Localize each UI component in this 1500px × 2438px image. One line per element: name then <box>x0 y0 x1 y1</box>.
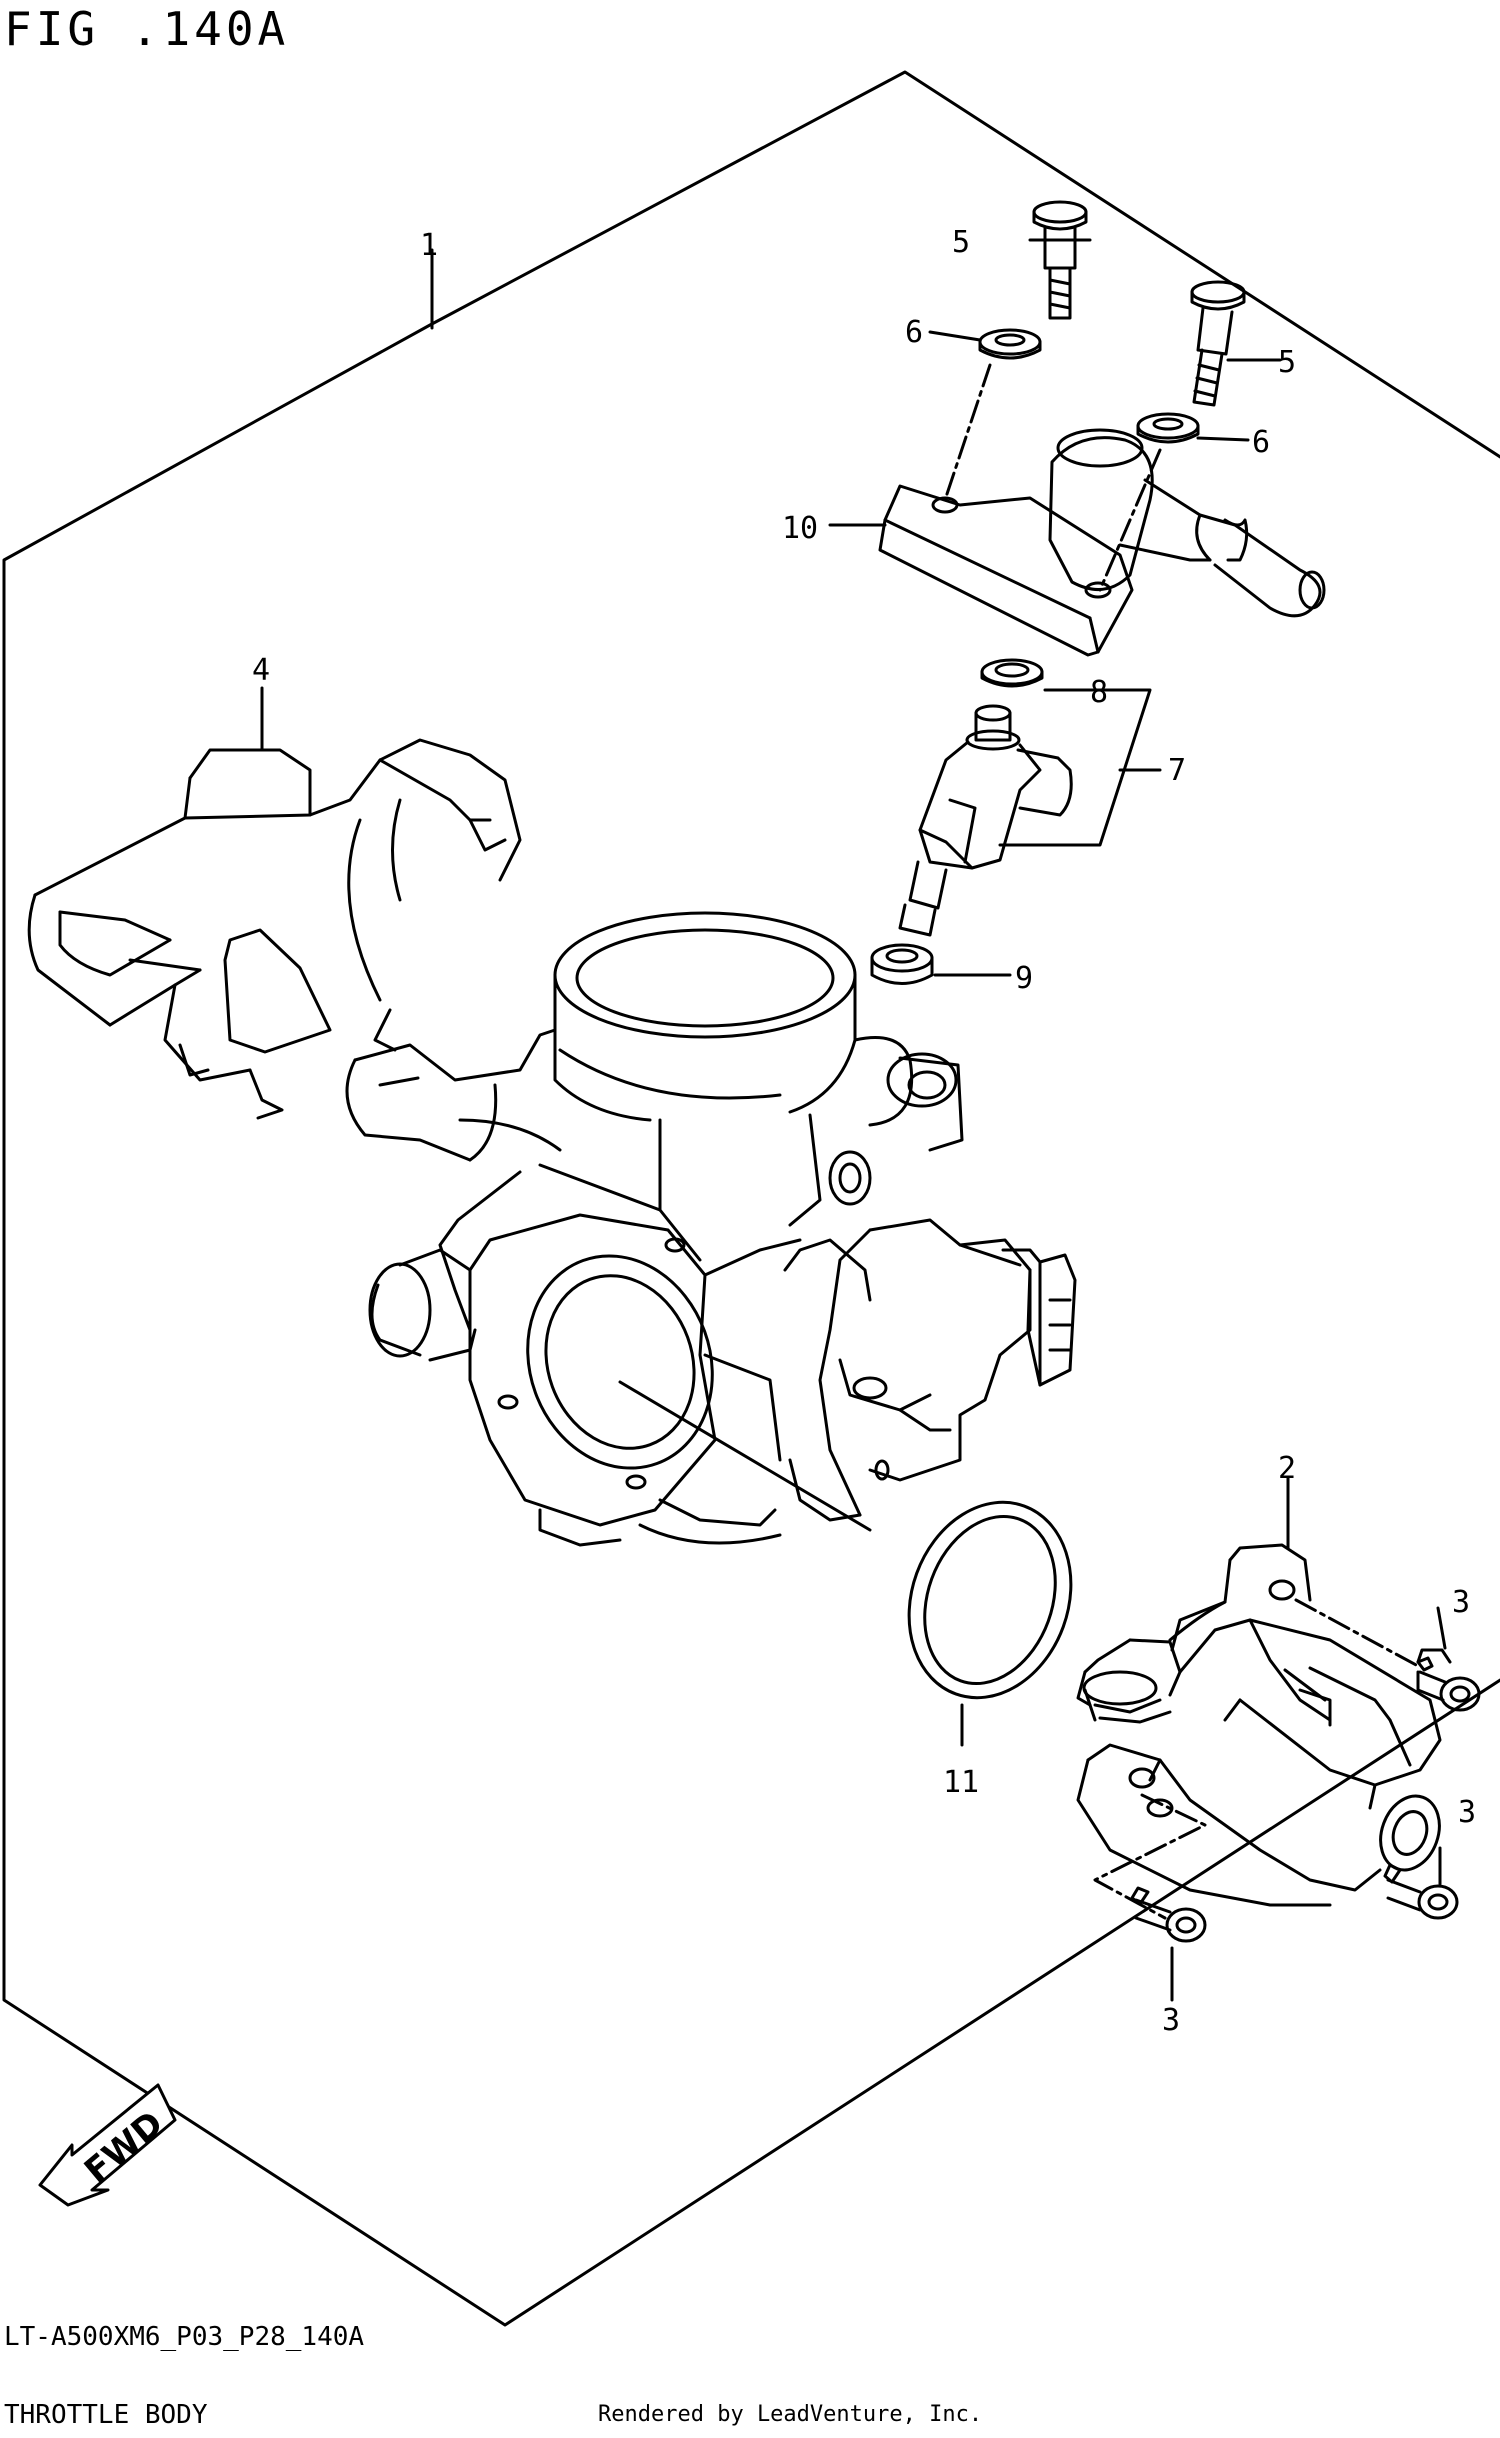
callout-10: 10 <box>782 511 818 546</box>
fwd-arrow: FWD <box>38 2083 177 2207</box>
callout-9: 9 <box>1015 961 1033 996</box>
callout-6b: 6 <box>1252 425 1270 460</box>
leader-6b <box>1196 436 1250 442</box>
delivery-pipe-10 <box>878 428 1326 657</box>
gasket-11 <box>907 1500 1073 1700</box>
seal-9 <box>870 943 934 985</box>
leader-7-bracket <box>998 688 1152 847</box>
model-code: LT-A500XM6_P03_P28_140A <box>4 2322 365 2352</box>
callout-3a: 3 <box>1452 1585 1470 1620</box>
section-name: THROTTLE BODY <box>4 2400 208 2430</box>
callout-8: 8 <box>1090 675 1108 710</box>
washer-6-upper <box>978 328 1042 360</box>
throttle-body <box>345 911 1077 1547</box>
callout-5a: 5 <box>952 225 970 260</box>
callout-7: 7 <box>1168 753 1186 788</box>
screw-3-right <box>1383 1863 1459 1920</box>
bracket-4 <box>27 738 522 1120</box>
callout-4: 4 <box>252 653 270 688</box>
bolt-5-upper <box>1032 200 1088 320</box>
screw-3-upper <box>1416 1648 1481 1712</box>
callout-3b: 3 <box>1458 1795 1476 1830</box>
callout-2: 2 <box>1278 1451 1296 1486</box>
leader-3a <box>1436 1606 1447 1650</box>
assembly-boundary <box>2 70 1500 2327</box>
fuel-injector-7 <box>898 704 1073 937</box>
callout-3c: 3 <box>1162 2003 1180 2038</box>
throttle-position-sensor-2 <box>1076 1543 1442 1907</box>
callout-5b: 5 <box>1278 345 1296 380</box>
callout-6a: 6 <box>905 315 923 350</box>
callout-1: 1 <box>420 228 438 263</box>
leader-6a <box>928 330 982 342</box>
figure-title: FIG .140A <box>4 2 290 56</box>
o-ring-8 <box>980 658 1044 688</box>
render-credit: Rendered by LeadVenture, Inc. <box>598 2402 983 2427</box>
bolt-5-lower <box>1190 280 1246 407</box>
leader-1-body <box>618 1380 872 1532</box>
callout-11: 11 <box>943 1765 979 1800</box>
washer-6-lower <box>1136 412 1200 444</box>
